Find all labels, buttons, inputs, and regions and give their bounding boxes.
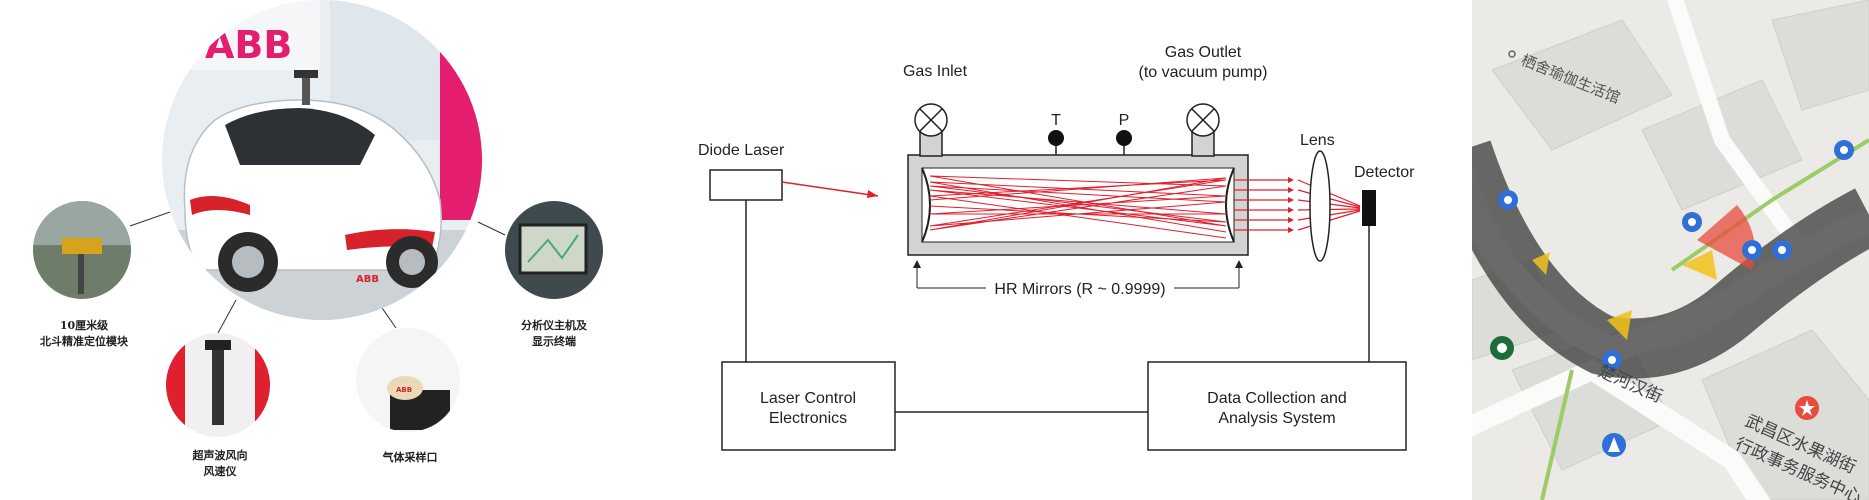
- analyzer-terminal-label: 分析仪主机及 显示终端: [521, 319, 587, 348]
- svg-text:ABB: ABB: [396, 386, 412, 394]
- vehicle-illustration: ABB ABB: [33, 0, 603, 437]
- data-system-sublabel: Analysis System: [1218, 410, 1335, 427]
- diode-laser-box: [709, 169, 783, 201]
- pressure-label: P: [1119, 112, 1130, 129]
- anemometer-photo: [166, 333, 270, 437]
- poi-dot: [1508, 50, 1516, 58]
- crds-schematic: Diode Laser Lens: [698, 44, 1415, 451]
- government-office-icon[interactable]: [1795, 396, 1819, 420]
- hr-mirrors-label: HR Mirrors (R ~ 0.9999): [994, 281, 1165, 298]
- left-mirror: [921, 167, 931, 243]
- pressure-sensor: [1116, 130, 1132, 146]
- cafe-icon[interactable]: [1490, 336, 1514, 360]
- bus-stop-icon[interactable]: [1772, 240, 1792, 260]
- data-system-label: Data Collection and: [1207, 390, 1347, 407]
- multipass-beams: [929, 175, 1227, 239]
- metro-entrance-icon[interactable]: [1602, 350, 1622, 370]
- temperature-label: T: [1051, 112, 1061, 129]
- connector-line: [379, 304, 397, 329]
- laser-control-sublabel: Electronics: [769, 410, 847, 427]
- output-beams: [1234, 179, 1361, 231]
- diode-laser-label: Diode Laser: [698, 142, 785, 159]
- plume-red: [1697, 205, 1755, 270]
- gas-inlet-label: 气体采样口: [382, 451, 438, 464]
- gnss-module-photo: [33, 201, 131, 299]
- anemometer-label: 超声波风向 风速仪: [192, 449, 248, 478]
- gas-inlet-photo: ABB: [356, 328, 460, 432]
- laser-control-box: [721, 361, 896, 451]
- brand-logo: ABB: [205, 23, 292, 67]
- temperature-sensor: [1048, 130, 1064, 146]
- bus-stop-icon[interactable]: [1682, 212, 1702, 232]
- bus-stop-icon[interactable]: [1498, 190, 1518, 210]
- gas-outlet-sublabel: (to vacuum pump): [1139, 64, 1268, 81]
- detector-label: Detector: [1354, 164, 1415, 181]
- map-view[interactable]: 栖舍瑜伽生活馆 楚河汉街 武昌区水果湖街 行政事务服务中心: [1472, 0, 1869, 500]
- plume-yellow: [1682, 250, 1717, 280]
- detector: [1362, 190, 1376, 226]
- gnss-module-label: 10厘米级 北斗精准定位模块: [40, 319, 128, 348]
- gas-outlet-label: Gas Outlet: [1165, 44, 1242, 61]
- location-marker-icon[interactable]: [1602, 433, 1626, 457]
- lens-label: Lens: [1300, 132, 1335, 149]
- bus-stop-icon[interactable]: [1742, 240, 1762, 260]
- bus-stop-icon[interactable]: [1834, 140, 1854, 160]
- vehicle-monitoring-panel: ABB ABB: [0, 0, 640, 500]
- right-mirror: [1225, 167, 1235, 243]
- laser-beam: [781, 181, 879, 197]
- car-photo: ABB ABB: [162, 0, 482, 320]
- crds-schematic-panel: Diode Laser Lens: [690, 0, 1470, 500]
- laser-control-label: Laser Control: [760, 390, 856, 407]
- lens: [1309, 150, 1331, 262]
- gas-inlet-label: Gas Inlet: [903, 63, 968, 80]
- car-logo: ABB: [356, 274, 379, 285]
- map-panel[interactable]: 栖舍瑜伽生活馆 楚河汉街 武昌区水果湖街 行政事务服务中心: [1472, 0, 1869, 500]
- connector-line: [129, 211, 171, 227]
- connector-line: [217, 299, 237, 334]
- data-system-box: [1147, 361, 1407, 451]
- analyzer-terminal-photo: [505, 201, 603, 299]
- connector-line: [477, 221, 506, 236]
